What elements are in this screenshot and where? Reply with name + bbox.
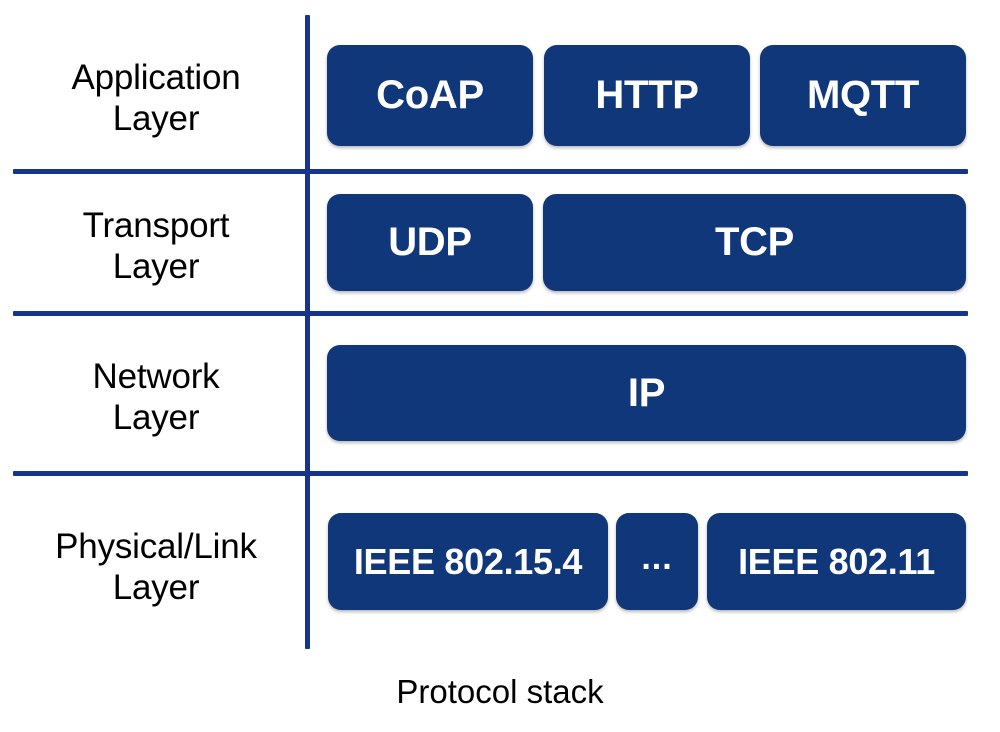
layer-label-application-line2: Layer [112, 99, 200, 139]
protocol-box-coap[interactable]: CoAP [327, 45, 533, 146]
protocol-box-ieee-802-15-4[interactable]: IEEE 802.15.4 [328, 513, 608, 610]
layer-label-physical-link: Physical/Link Layer [12, 526, 300, 609]
layer-label-network-line2: Layer [112, 398, 200, 438]
layer-label-network-line1: Network [92, 357, 220, 396]
protocol-box-mqtt[interactable]: MQTT [760, 45, 966, 146]
layer-label-transport-line2: Layer [112, 247, 200, 287]
layer-label-physical-link-line1: Physical/Link [55, 527, 257, 566]
protocol-box-ieee-802-11[interactable]: IEEE 802.11 [707, 513, 966, 610]
layer-divider-line-3 [13, 471, 968, 476]
protocol-box-ip[interactable]: IP [327, 345, 966, 441]
figure-caption: Protocol stack [396, 673, 604, 710]
layer-label-application: Application Layer [12, 57, 300, 140]
column-divider-line [305, 15, 310, 649]
layer-label-physical-link-line2: Layer [112, 568, 200, 608]
protocol-box-http[interactable]: HTTP [544, 45, 750, 146]
protocol-box-ellipsis[interactable]: ... [616, 513, 698, 610]
protocol-box-tcp[interactable]: TCP [543, 194, 966, 291]
layer-label-transport: Transport Layer [12, 205, 300, 288]
layer-divider-line-1 [13, 169, 968, 174]
protocol-box-udp[interactable]: UDP [327, 194, 533, 291]
layer-divider-line-2 [13, 311, 968, 316]
layer-label-network: Network Layer [12, 356, 300, 439]
layer-label-application-line1: Application [71, 58, 241, 97]
layer-label-transport-line1: Transport [82, 206, 230, 245]
